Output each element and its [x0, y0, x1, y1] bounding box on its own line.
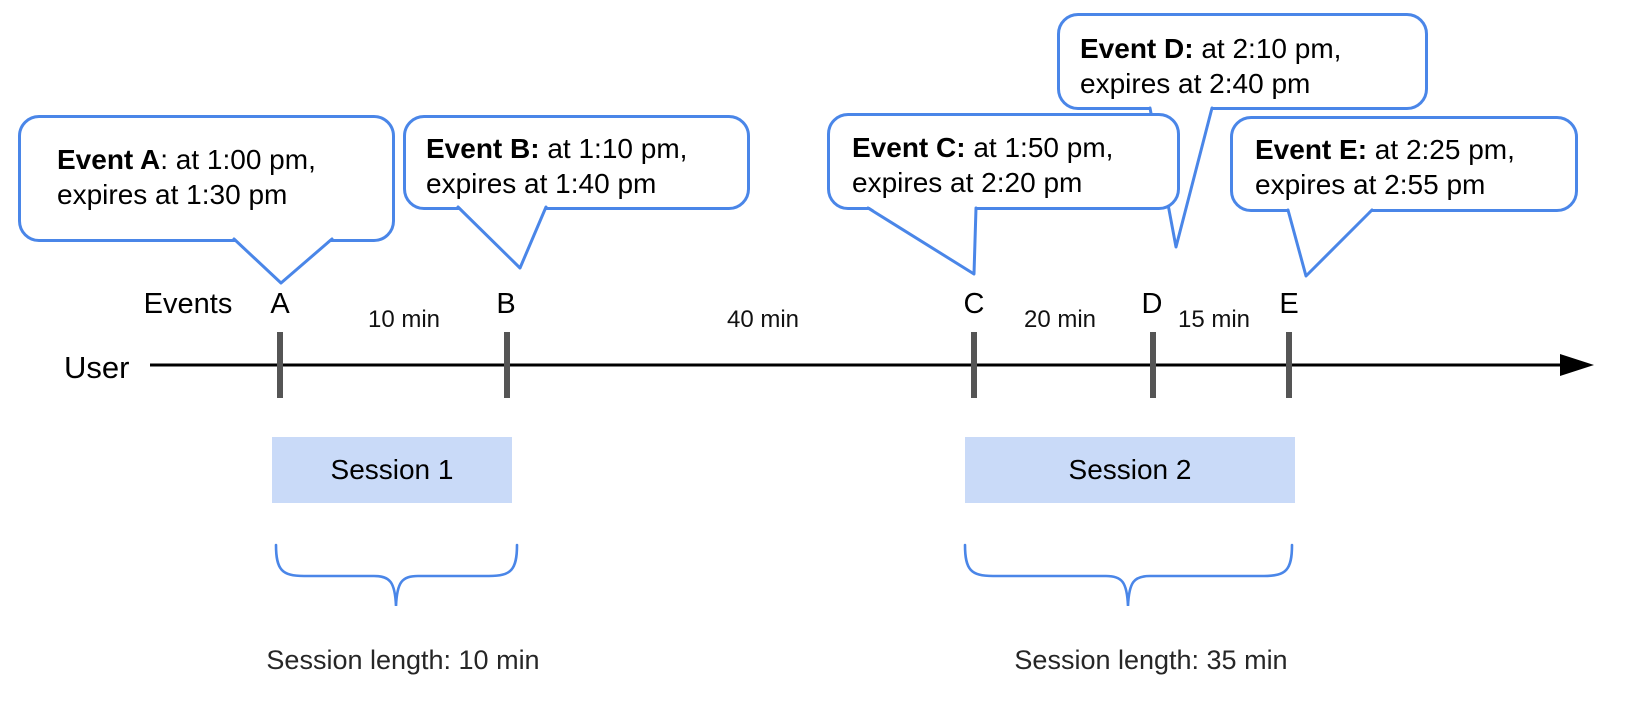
session-1-label: Session 1: [330, 454, 454, 485]
callout-line-1: Event D: at 2:10 pm,: [1080, 31, 1415, 66]
event-label-d: D: [1141, 288, 1163, 320]
interval-label-40min: 40 min: [726, 306, 800, 333]
event-a-callout: Event A: at 1:00 pm, expires at 1:30 pm: [18, 115, 395, 242]
callout-line-2: expires at 2:55 pm: [1255, 169, 1486, 200]
timeline-arrow-icon: [1560, 354, 1594, 376]
callout-line-1: Event B: at 1:10 pm,: [426, 131, 737, 166]
callout-line-2: expires at 1:30 pm: [57, 179, 288, 210]
event-label-e: E: [1279, 288, 1299, 320]
callout-event-name: Event A: [57, 144, 161, 175]
callout-event-name: Event C:: [852, 132, 966, 163]
event-b-callout-tail-outline: [456, 205, 548, 270]
callout-line-2: expires at 1:40 pm: [426, 168, 657, 199]
event-tick-b: [504, 332, 510, 398]
callout-event-time: at 2:10 pm,: [1193, 33, 1342, 64]
session-2-box: Session 2: [965, 437, 1295, 503]
session-2-length-label: Session length: 35 min: [1014, 645, 1288, 675]
callout-event-time: at 1:50 pm,: [965, 132, 1114, 163]
event-label-c: C: [963, 288, 985, 320]
callout-event-name: Event D:: [1080, 33, 1194, 64]
callout-line-2: expires at 2:20 pm: [852, 167, 1083, 198]
event-e-callout: Event E: at 2:25 pm, expires at 2:55 pm: [1230, 116, 1578, 212]
event-a-callout-tail-outline: [232, 237, 334, 285]
event-c-callout-tail-outline: [866, 206, 978, 276]
events-row-label: Events: [143, 288, 233, 320]
callout-event-time: at 2:25 pm,: [1367, 134, 1515, 165]
event-tick-c: [971, 332, 977, 398]
session-1-length-label: Session length: 10 min: [266, 645, 540, 675]
callout-event-time: at 1:10 pm,: [539, 133, 688, 164]
interval-label-20min: 20 min: [1023, 306, 1097, 333]
interval-label-15min: 15 min: [1177, 306, 1251, 333]
event-tick-e: [1286, 332, 1292, 398]
event-b-callout: Event B: at 1:10 pm, expires at 1:40 pm: [403, 115, 750, 210]
event-tick-d: [1150, 332, 1156, 398]
interval-label-10min: 10 min: [367, 306, 441, 333]
callout-event-name: Event E:: [1255, 134, 1368, 165]
event-c-callout-tail: [868, 206, 976, 274]
callout-line-1: Event E: at 2:25 pm,: [1255, 132, 1565, 167]
session-1-brace: [274, 543, 519, 607]
callout-event-name: Event B:: [426, 133, 540, 164]
callout-line-1: Event A: at 1:00 pm,: [57, 142, 382, 177]
callout-line-2: expires at 2:40 pm: [1080, 68, 1311, 99]
session-2-brace: [963, 543, 1294, 607]
event-a-callout-tail: [234, 237, 332, 283]
callout-line-1: Event C: at 1:50 pm,: [852, 130, 1167, 165]
user-row-label: User: [64, 350, 130, 385]
event-d-callout: Event D: at 2:10 pm, expires at 2:40 pm: [1057, 13, 1428, 110]
event-b-callout-tail: [458, 205, 546, 268]
event-e-callout-tail: [1288, 208, 1372, 276]
event-label-b: B: [496, 288, 516, 320]
callout-event-time: : at 1:00 pm,: [160, 144, 316, 175]
session-1-box: Session 1: [272, 437, 512, 503]
session-2-label: Session 2: [1068, 454, 1192, 485]
event-e-callout-tail-outline: [1286, 208, 1374, 278]
event-label-a: A: [270, 288, 290, 320]
event-tick-a: [277, 332, 283, 398]
event-c-callout: Event C: at 1:50 pm, expires at 2:20 pm: [827, 113, 1180, 210]
